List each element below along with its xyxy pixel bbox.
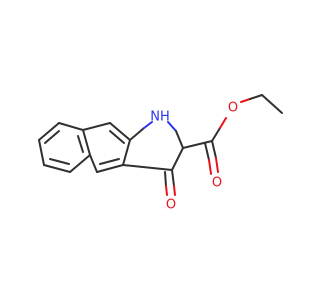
structure-canvas: NH O O O	[38, 94, 283, 213]
bond	[122, 164, 173, 171]
double-bond-inner	[77, 135, 84, 153]
pyrrolidinone-ring	[122, 121, 184, 171]
ethyl-bond	[261, 94, 283, 114]
bond	[82, 129, 91, 156]
benzene-ring-middle	[82, 122, 131, 173]
bond	[38, 122, 60, 141]
ethyl-bond	[240, 98, 251, 103]
bond-c-n	[143, 121, 153, 129]
carbonyl-bond	[171, 169, 175, 187]
bond	[38, 139, 45, 166]
ester-carbonyl-bond	[204, 142, 210, 161]
bond	[43, 164, 71, 173]
double-bond-inner	[49, 158, 70, 165]
carbonyl-bond	[165, 185, 168, 196]
ester-carbonyl-bond	[215, 157, 219, 173]
bond	[109, 122, 131, 141]
ester-ether-bond	[219, 117, 227, 129]
molecule-drawing: NH O O O	[38, 94, 283, 213]
bond-n-c	[175, 130, 184, 149]
ethyl-bond	[249, 94, 263, 100]
nh-label: NH	[150, 110, 170, 125]
bond	[122, 139, 131, 166]
bond	[69, 154, 91, 173]
double-bond-inner	[109, 130, 125, 144]
ketone-group	[164, 169, 176, 196]
ester-carbonyl-bond	[211, 140, 217, 159]
bond	[82, 122, 111, 131]
ester-group	[182, 94, 283, 175]
ester-carbonyl-bond	[208, 159, 212, 175]
bond-n-c	[167, 121, 177, 132]
bond	[89, 154, 98, 173]
bond	[58, 122, 84, 131]
carbonyl-bond	[173, 185, 176, 196]
double-bond-inner	[99, 158, 120, 165]
ester-carbonyl-oxygen-label: O	[212, 176, 222, 191]
benzene-ring-left	[38, 122, 91, 173]
bond	[171, 147, 184, 171]
carbonyl-bond	[164, 171, 167, 187]
bond	[182, 140, 213, 149]
ester-ether-bond	[211, 127, 221, 142]
double-bond-inner	[44, 130, 60, 144]
keto-oxygen-label: O	[166, 198, 176, 213]
bond	[96, 164, 124, 173]
bond-c-n	[129, 127, 145, 141]
ester-ether-oxygen-label: O	[228, 101, 238, 116]
